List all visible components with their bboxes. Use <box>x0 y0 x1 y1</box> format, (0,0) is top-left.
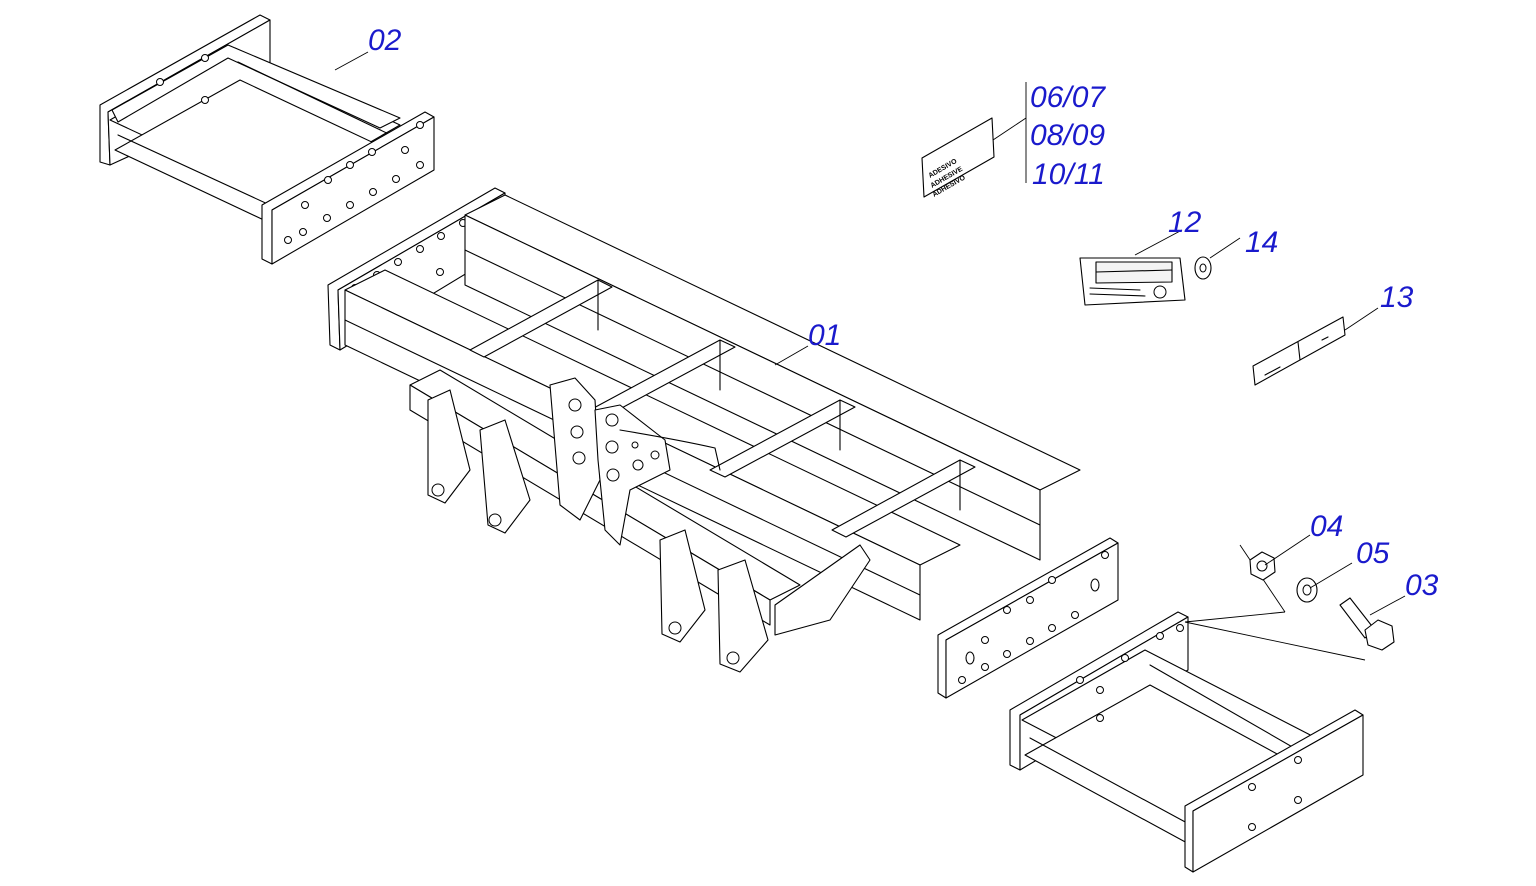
sticker: ADESIVO ADHESIVE ADHESIVO <box>921 117 995 199</box>
end-frame-left <box>99 14 435 265</box>
callout-08-09: 08/09 <box>1030 119 1105 152</box>
rivet <box>1194 256 1212 280</box>
callout-14: 14 <box>1245 226 1278 259</box>
callout-12: 12 <box>1168 206 1202 239</box>
fasteners <box>1184 544 1395 661</box>
callout-04: 04 <box>1310 510 1343 543</box>
callout-06-07: 06/07 <box>1030 81 1106 114</box>
id-plate <box>1079 257 1186 306</box>
callout-02: 02 <box>368 24 402 57</box>
bolt-head <box>1364 619 1395 651</box>
end-frame-right <box>1009 611 1364 873</box>
main-frame <box>327 187 1119 699</box>
strip <box>1252 316 1346 386</box>
callout-05: 05 <box>1356 537 1390 570</box>
callout-10-11: 10/11 <box>1032 158 1105 191</box>
callout-03: 03 <box>1405 569 1439 602</box>
callout-01: 01 <box>808 319 841 352</box>
callout-13: 13 <box>1380 281 1414 314</box>
